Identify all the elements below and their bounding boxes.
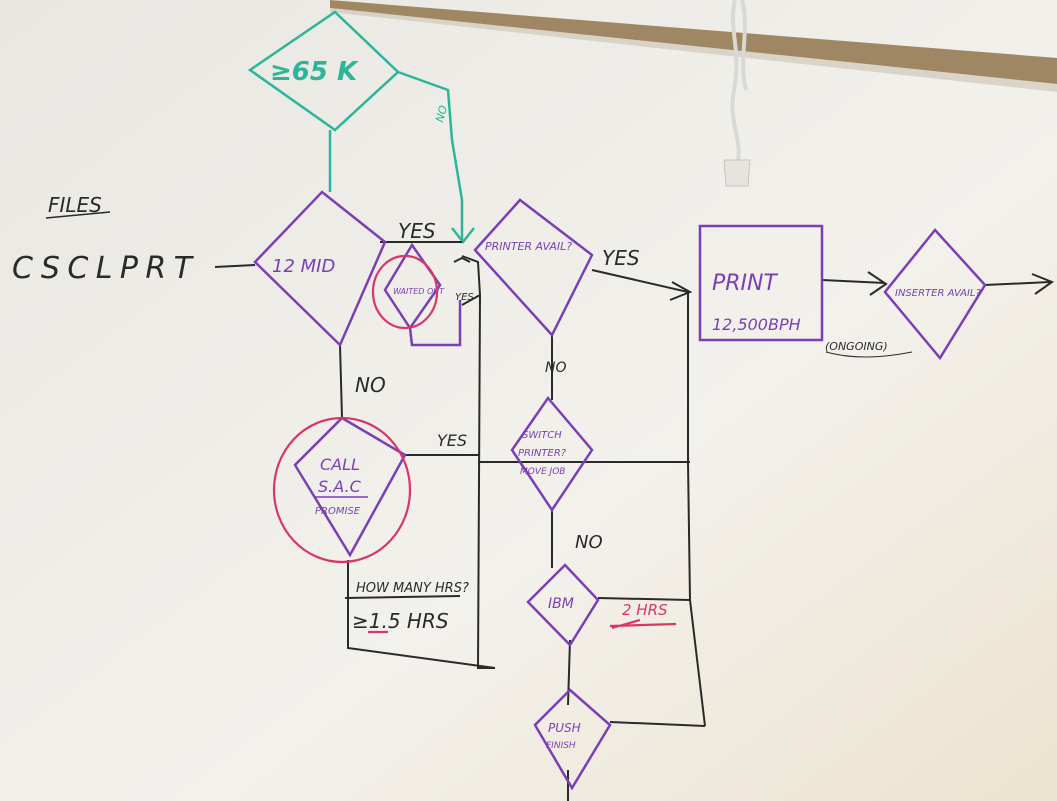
- ongoing-label: (ONGOING): [825, 340, 888, 353]
- waited-out-circle: [371, 254, 439, 330]
- no-label-3: NO: [575, 532, 603, 553]
- switch-label-2: PRINTER?: [518, 448, 567, 459]
- call-bottom-connector: [347, 560, 496, 669]
- yes-main-connector: [591, 269, 706, 727]
- inserter-avail-label: INSERTER AVAIL?: [895, 288, 981, 299]
- over65k-decision: [247, 10, 400, 132]
- yes-label-1: YES: [398, 219, 436, 243]
- teal-branch: [247, 10, 475, 245]
- inserter-avail-decision: [883, 228, 987, 361]
- teal-no-path: [397, 70, 464, 240]
- yes-small-label: YES: [455, 292, 474, 303]
- red-highlights: [272, 254, 677, 634]
- purple-shapes: [253, 190, 987, 791]
- printer-avail-decision: [473, 198, 594, 338]
- print-label-2: 12,500BPH: [712, 315, 801, 334]
- print-to-inserter: [821, 279, 886, 284]
- call-sac-circle: [272, 416, 412, 564]
- two-hrs-label: 2 HRS: [622, 601, 668, 619]
- hanging-cord: [730, 0, 748, 161]
- print-box: [698, 224, 824, 342]
- ibm-down-connector: [567, 639, 571, 706]
- twelve-mid-decision: [253, 190, 387, 348]
- yes-label-2: YES: [602, 246, 640, 270]
- how-many-label: HOW MANY HRS?: [356, 581, 469, 596]
- print-arrowhead: [669, 281, 693, 301]
- switch-printer-decision: [510, 395, 594, 513]
- print-label-1: PRINT: [712, 271, 778, 296]
- call-sac-decision: [293, 416, 407, 558]
- inserter-out: [984, 281, 1051, 286]
- call-label-3: PROMISE: [315, 506, 361, 517]
- push-connector: [609, 721, 706, 727]
- no-label-2: NO: [545, 360, 567, 376]
- cscprt-connector: [214, 264, 256, 268]
- push-finish-decision: [533, 688, 612, 791]
- switch-label-3: MOVE JOB: [520, 467, 565, 477]
- waited-out-label: WAITED OUT: [393, 287, 445, 296]
- yes-label-3: YES: [437, 431, 467, 450]
- wooden-rail: [330, 0, 1057, 84]
- cscprt-label: CSCLPRT: [12, 251, 195, 286]
- no-label-1: NO: [355, 373, 386, 397]
- ibm-yes-connector: [597, 597, 691, 601]
- twelve-mid-label: 12 MID: [272, 256, 335, 277]
- two-hrs-underline: [609, 618, 677, 630]
- teal-arrowhead: [451, 227, 475, 245]
- call-label-1: CALL: [320, 455, 360, 474]
- main-spine: [461, 255, 495, 669]
- printer-avail-label: PRINTER AVAIL?: [485, 240, 572, 253]
- ibm-label: IBM: [548, 596, 574, 612]
- no-connector-1: [339, 344, 343, 419]
- black-connectors: [214, 241, 1055, 801]
- push-label-1: PUSH: [548, 721, 581, 735]
- cord-plug: [723, 159, 751, 187]
- hrs-15-label: ≥1.5 HRS: [352, 609, 449, 633]
- ibm-decision: [526, 563, 600, 648]
- push-label-2: FINISH: [546, 741, 576, 751]
- switch-label-1: SWITCH: [522, 430, 562, 441]
- call-label-2: S.A.C: [318, 477, 362, 496]
- over65k-label: ≥65 K: [270, 57, 359, 87]
- teal-no-label: NO: [433, 104, 450, 124]
